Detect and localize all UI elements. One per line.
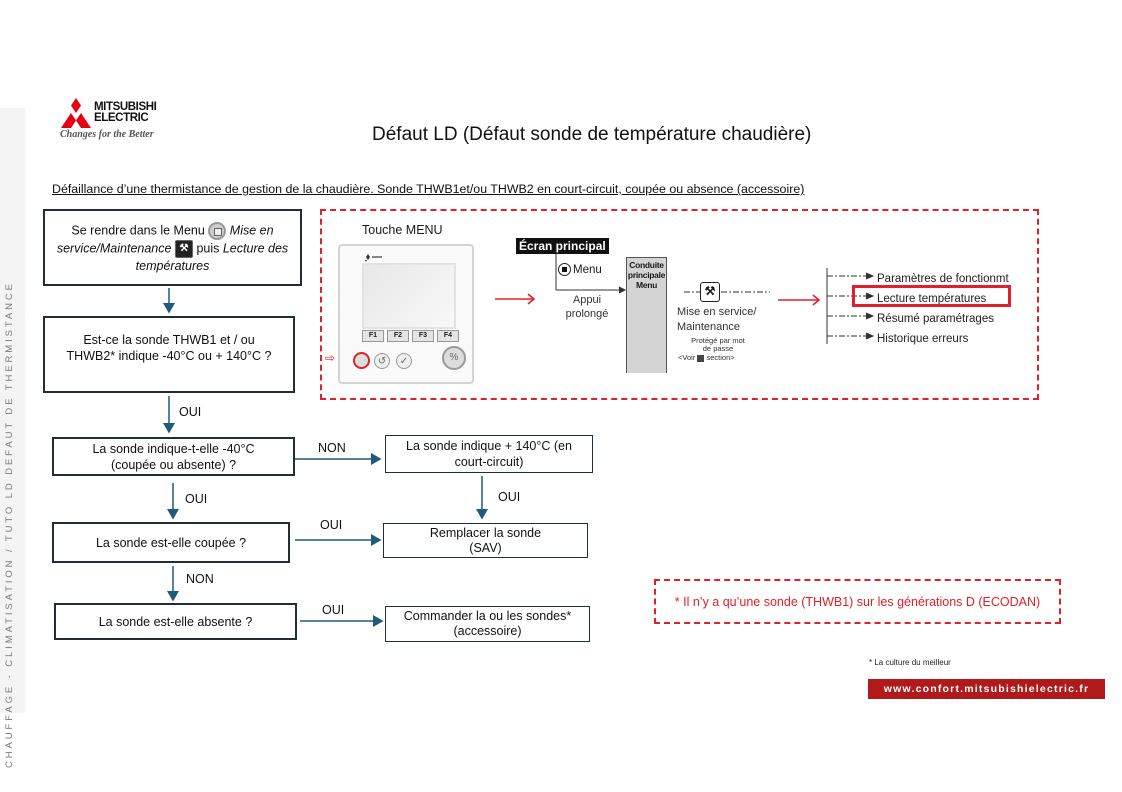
logo-tagline: Changes for the Better (60, 129, 154, 140)
menu-button-icon (208, 221, 227, 240)
sidebar: CHAUFFAGE - CLIMATISATION / TUTO LD DEFA… (0, 108, 25, 768)
menu-circle-icon (558, 263, 571, 276)
website-link[interactable]: www.confort.mitsubishielectric.fr (868, 679, 1105, 699)
main-menu-block: Conduite principale Menu (626, 257, 667, 373)
step-probe-cut: La sonde est-elle coupée ? (52, 522, 290, 563)
label-oui-2: OUI (185, 492, 208, 506)
step-check-probe-reading: Est-ce la sonde THWB1 et / ou THWB2* ind… (43, 316, 295, 393)
tool-mini-icon (697, 354, 705, 362)
action-order-probe: Commander la ou les sondes* (accessoire) (385, 606, 590, 642)
confirm-button[interactable]: ✓ (396, 353, 412, 369)
menu-option-temperatures: Lecture températures (877, 293, 987, 305)
touch-menu-label: Touche MENU (362, 223, 443, 237)
label-oui-3: OUI (498, 490, 521, 504)
label-oui-4: OUI (320, 518, 343, 532)
password-protected-label: Protégé par mot de passe (691, 336, 745, 353)
step-go-to-menu: Se rendre dans le Menu Mise en service/M… (43, 209, 302, 286)
menu-option-errors: Historique erreurs (877, 333, 969, 345)
label-non-2: NON (186, 572, 214, 586)
lcd-screen (362, 263, 456, 329)
label-oui-1: OUI (179, 405, 202, 419)
red-arrow-1-head (527, 293, 536, 305)
menu-button-label: Menu (558, 263, 602, 276)
action-replace-probe: Remplacer la sonde (SAV) (383, 523, 588, 558)
mini-logo-icon (365, 254, 382, 262)
menu-button[interactable] (353, 352, 370, 369)
logo-wordmark: MITSUBISHI ELECTRIC (94, 101, 157, 124)
menu-option-summary: Résumé paramétrages (877, 313, 994, 325)
menu-tree-branches (827, 275, 872, 337)
service-maintenance-label: Mise en service/ Maintenance (677, 306, 757, 333)
f3-key[interactable]: F3 (412, 330, 434, 342)
function-keys: F1 F2 F3 F4 (362, 330, 459, 342)
pointer-arrow-icon: ⇨ (325, 351, 336, 365)
mitsubishi-logo: MITSUBISHI ELECTRIC Changes for the Bett… (60, 98, 170, 144)
footnote: * La culture du meilleur (869, 658, 951, 667)
see-section-label: <Voir section> (678, 353, 735, 362)
on-off-button[interactable]: % (442, 346, 466, 370)
step-probe-minus-40: La sonde indique-t-elle -40°C (coupée ou… (52, 437, 295, 476)
menu-options-list: Paramètres de fonctionmt Lecture tempéra… (877, 269, 1009, 349)
long-press-label: Appui prolongé (565, 294, 609, 320)
main-screen-label: Écran principal (516, 238, 609, 254)
menu-option-parameters: Paramètres de fonctionmt (877, 273, 1009, 285)
ecodan-note-box: * Il n’y a qu’une sonde (THWB1) sur les … (654, 579, 1061, 624)
red-arrow-2-head (812, 294, 821, 306)
menu-diagram-panel (320, 209, 1039, 400)
remote-controller: F1 F2 F3 F4 ↺ ✓ % (338, 244, 474, 384)
step-probe-absent: La sonde est-elle absente ? (54, 603, 297, 640)
step-probe-plus-140: La sonde indique + 140°C (en court-circu… (385, 435, 593, 473)
f1-key[interactable]: F1 (362, 330, 384, 342)
return-button[interactable]: ↺ (374, 353, 390, 369)
ecodan-note: * Il n’y a qu’une sonde (THWB1) sur les … (674, 594, 1041, 609)
page-subtitle: Défaillance d’une thermistance de gestio… (52, 182, 805, 196)
three-diamonds-icon (61, 98, 91, 128)
highlight-temperatures (852, 285, 1011, 307)
f2-key[interactable]: F2 (387, 330, 409, 342)
label-oui-5: OUI (322, 603, 345, 617)
label-non-1: NON (318, 441, 346, 455)
page-title: Défaut LD (Défaut sonde de température c… (372, 124, 812, 145)
service-tool-icon: ⚒ (700, 282, 720, 302)
f4-key[interactable]: F4 (437, 330, 459, 342)
